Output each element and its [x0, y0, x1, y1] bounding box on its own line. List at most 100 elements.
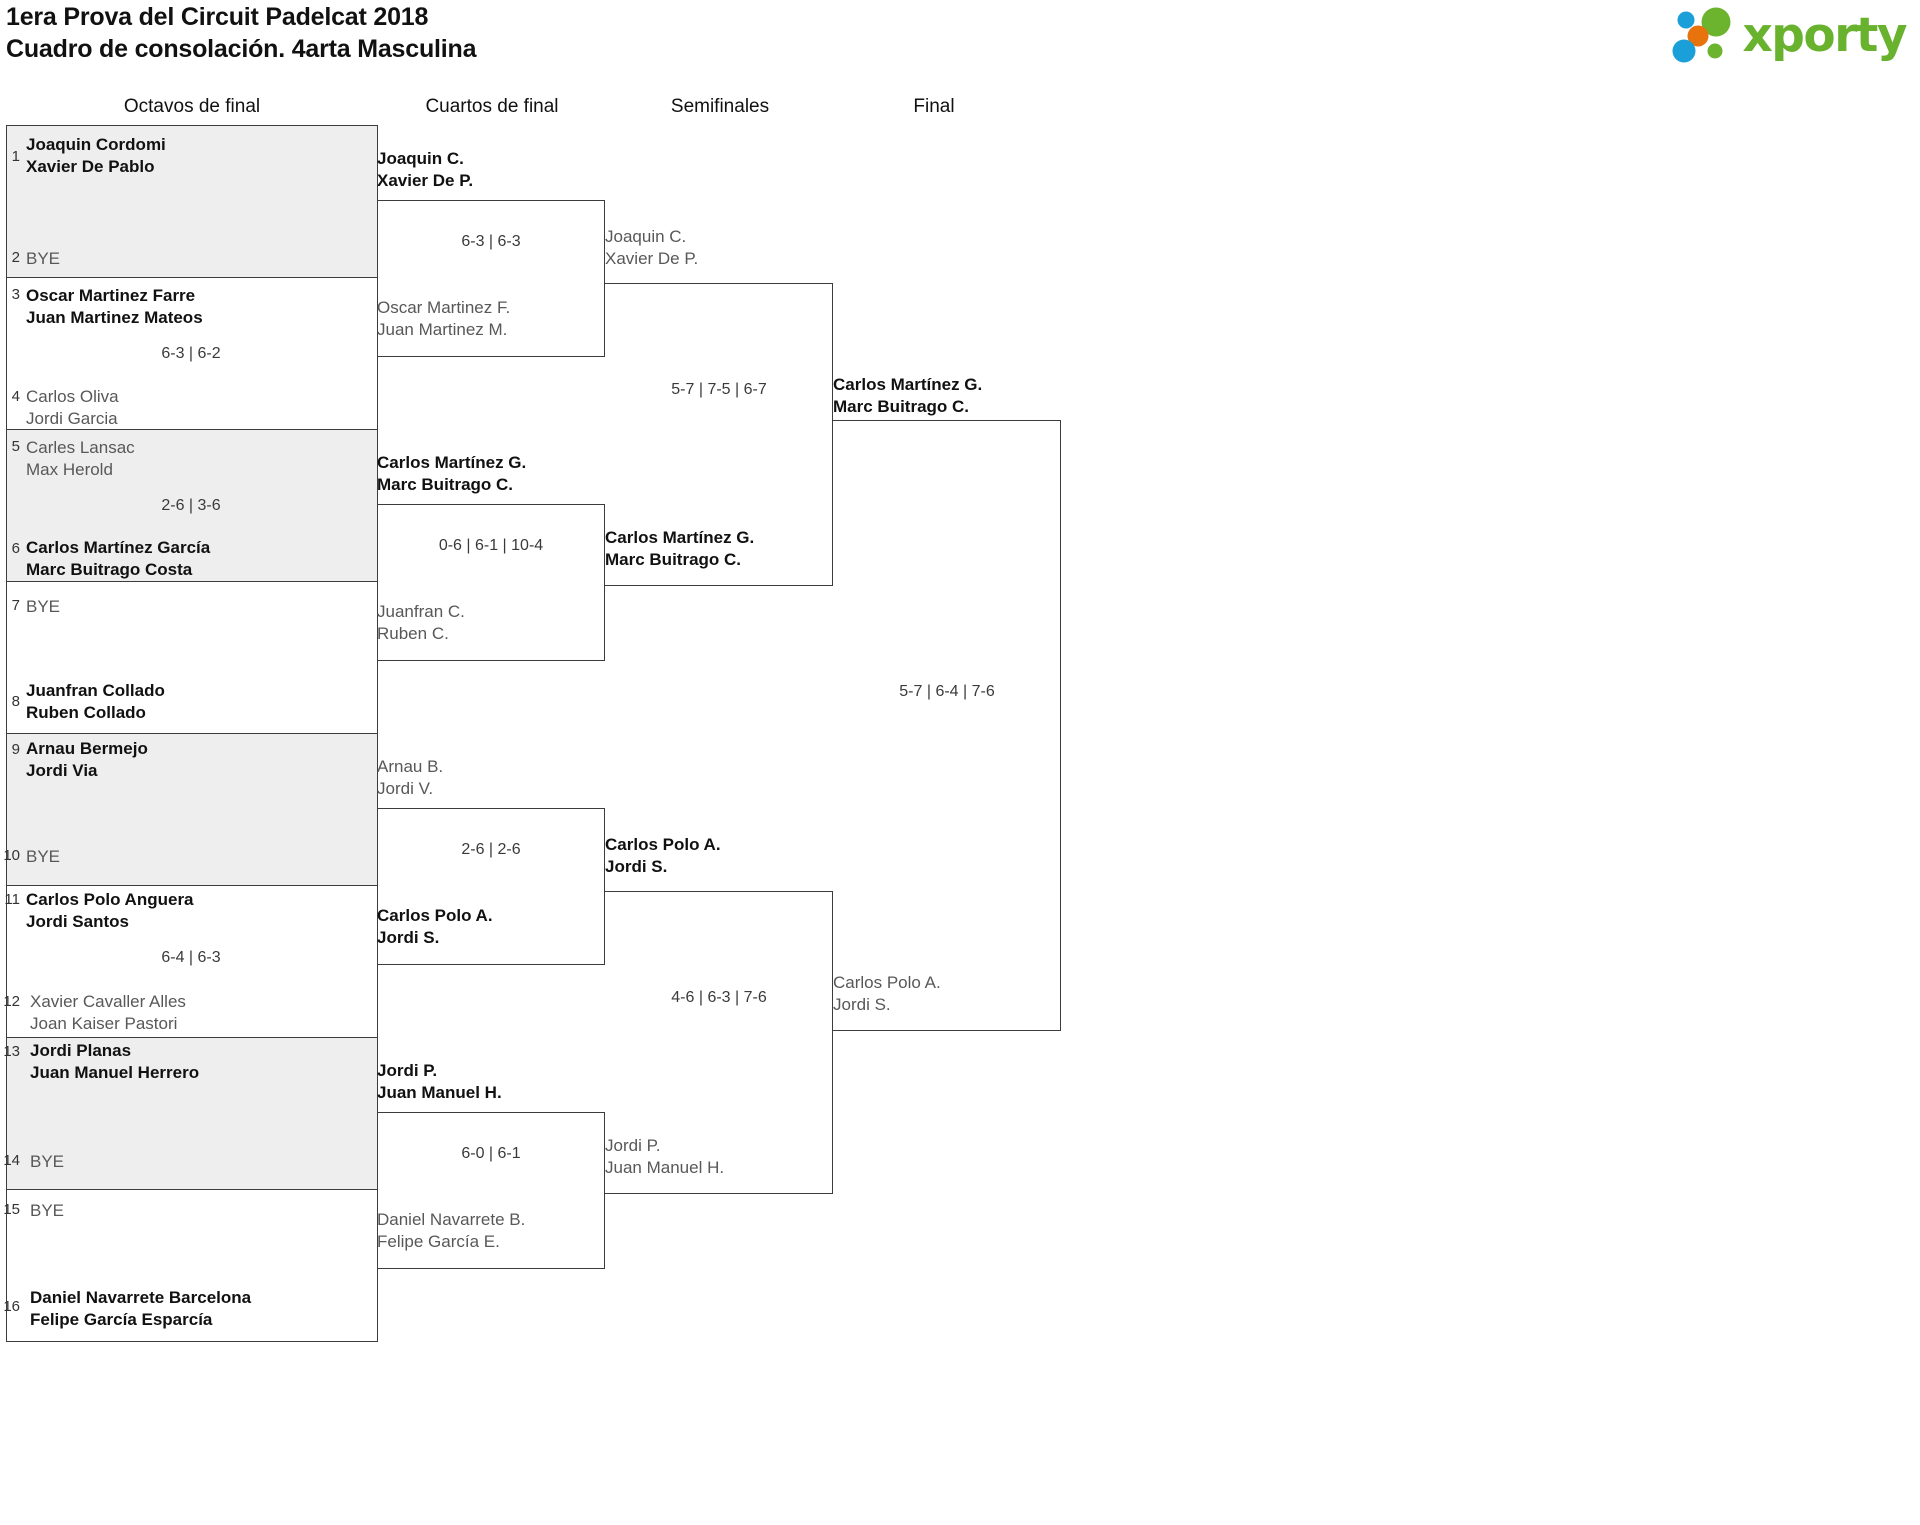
player-name: Joaquin C. [605, 227, 687, 246]
r3-match1-score: 5-7 | 7-5 | 6-7 [671, 381, 767, 398]
r2-match3-bottom[interactable]: Carlos Polo A. Jordi S. [377, 905, 493, 948]
player-name: Juan Manuel H. [377, 1082, 502, 1102]
r1-entry-7: BYE [26, 596, 60, 618]
seed-number: 10 [3, 847, 20, 864]
round-heading-cuartos: Cuartos de final [425, 96, 559, 117]
r3-box1-right [832, 283, 833, 586]
r3-box1-top [605, 283, 833, 284]
r2-match2-bottom[interactable]: Juanfran C. Ruben C. [377, 601, 465, 644]
player-name: Felipe García Esparcía [30, 1309, 213, 1329]
player-name: Marc Buitrago C. [377, 474, 514, 494]
r2-match1-top[interactable]: Joaquin C. Xavier De P. [377, 148, 473, 191]
r1-sep-3 [6, 581, 378, 582]
seed-number: 7 [11, 597, 20, 614]
r1-band-7 [6, 1037, 378, 1189]
seed-number: 9 [11, 741, 20, 758]
player-name: Carlos Martínez García [26, 538, 211, 557]
title-line-1: 1era Prova del Circuit Padelcat 2018 [6, 3, 429, 31]
xporty-wordmark: xporty [1742, 7, 1907, 63]
xporty-logo[interactable]: xporty [1670, 6, 1907, 64]
r3-match1-bottom[interactable]: Carlos Martínez G. Marc Buitrago C. [605, 527, 754, 570]
r1-entry-4[interactable]: Carlos Oliva Jordi Garcia [26, 386, 119, 429]
bye-label: BYE [30, 1152, 65, 1171]
r2-match4-score: 6-0 | 6-1 [461, 1145, 521, 1162]
player-name: Marc Buitrago C. [605, 549, 742, 569]
r1-entry-3[interactable]: Oscar Martinez Farre Juan Martinez Mateo… [26, 285, 203, 328]
r2-match4-top[interactable]: Jordi P. Juan Manuel H. [377, 1060, 502, 1103]
r3-match2-top[interactable]: Carlos Polo A. Jordi S. [605, 834, 721, 877]
player-name: Juan Martinez Mateos [26, 307, 203, 327]
r2-box4-top [377, 1112, 605, 1113]
player-name: Marc Buitrago C. [833, 396, 970, 416]
r4-match-top[interactable]: Carlos Martínez G. Marc Buitrago C. [833, 374, 982, 417]
r1-sep-1 [6, 277, 378, 278]
seed-number: 5 [11, 438, 20, 455]
r2-box4-bottom [377, 1268, 605, 1269]
r1-entry-16[interactable]: Daniel Navarrete Barcelona Felipe García… [30, 1287, 251, 1330]
player-name: Carles Lansac [26, 438, 135, 457]
r4-box-right [1060, 420, 1061, 1031]
bye-label: BYE [26, 597, 61, 616]
r1-entry-12[interactable]: Xavier Cavaller Alles Joan Kaiser Pastor… [30, 991, 186, 1034]
player-name: Jordi Santos [26, 911, 129, 931]
player-name: Arnau Bermejo [26, 739, 148, 758]
r1-entry-6[interactable]: Carlos Martínez García Marc Buitrago Cos… [26, 537, 210, 580]
r1-band-1 [6, 125, 378, 277]
player-name: Jordi Garcia [26, 408, 118, 428]
r2-match4-bottom[interactable]: Daniel Navarrete B. Felipe García E. [377, 1209, 525, 1252]
r3-box2-bottom [605, 1193, 833, 1194]
r1-sep-2 [6, 429, 378, 430]
r2-match2-score: 0-6 | 6-1 | 10-4 [438, 537, 544, 554]
seed-number: 8 [11, 693, 20, 710]
bye-label: BYE [30, 1201, 65, 1220]
r1-entry-8[interactable]: Juanfran Collado Ruben Collado [26, 680, 165, 723]
player-name: Jordi V. [377, 778, 434, 798]
player-name: Xavier De P. [605, 248, 699, 268]
r2-match1-bottom[interactable]: Oscar Martinez F. Juan Martinez M. [377, 297, 510, 340]
r1-band-3 [6, 429, 378, 581]
round-heading-final: Final [913, 96, 955, 117]
player-name: Daniel Navarrete B. [377, 1210, 526, 1229]
r2-match3-top[interactable]: Arnau B. Jordi V. [377, 756, 443, 799]
player-name: Jordi P. [605, 1136, 661, 1155]
seed-number: 12 [3, 993, 20, 1010]
r1-entry-5[interactable]: Carles Lansac Max Herold [26, 437, 135, 480]
r3-match2-bottom[interactable]: Jordi P. Juan Manuel H. [605, 1135, 724, 1178]
r1-sep-0 [6, 125, 378, 126]
round-heading-octavos: Octavos de final [123, 96, 261, 117]
player-name: Carlos Polo A. [605, 835, 721, 854]
player-name: Jordi S. [605, 856, 668, 876]
player-name: Carlos Martínez G. [605, 528, 755, 547]
player-name: Ruben C. [377, 623, 449, 643]
player-name: Jordi Via [26, 760, 98, 780]
r2-box1-right [604, 200, 605, 357]
r1-band-8 [6, 1189, 378, 1341]
player-name: Xavier De P. [377, 170, 474, 190]
r1-score-2: 6-3 | 6-2 [161, 345, 221, 362]
r2-match3-score: 2-6 | 2-6 [461, 841, 521, 858]
r2-box2-right [604, 504, 605, 661]
xporty-dots-icon [1672, 7, 1731, 63]
r3-match2-score: 4-6 | 6-3 | 7-6 [671, 989, 767, 1006]
r1-band-2 [6, 277, 378, 429]
r3-match1-top[interactable]: Joaquin C. Xavier De P. [605, 226, 698, 269]
r3-box2-right [832, 891, 833, 1194]
player-name: Carlos Polo Anguera [26, 890, 194, 909]
r2-match2-top[interactable]: Carlos Martínez G. Marc Buitrago C. [377, 452, 526, 495]
r1-entry-11[interactable]: Carlos Polo Anguera Jordi Santos [26, 889, 194, 932]
r4-match-bottom[interactable]: Carlos Polo A. Jordi S. [833, 972, 941, 1015]
r1-entry-10: BYE [26, 846, 60, 868]
player-name: Joaquin C. [377, 149, 464, 168]
r1-entry-9[interactable]: Arnau Bermejo Jordi Via [26, 738, 148, 781]
player-name: Daniel Navarrete Barcelona [30, 1288, 252, 1307]
r1-entry-13[interactable]: Jordi Planas Juan Manuel Herrero [30, 1040, 199, 1083]
r3-box1-bottom [605, 585, 833, 586]
r1-entry-2: BYE [26, 248, 60, 270]
bye-label: BYE [26, 249, 61, 268]
r4-match-score: 5-7 | 6-4 | 7-6 [899, 683, 995, 700]
seed-number: 3 [11, 286, 20, 303]
r1-entry-14: BYE [30, 1151, 64, 1173]
r1-entry-1[interactable]: Joaquin Cordomi Xavier De Pablo [26, 134, 166, 177]
r2-box1-bottom [377, 356, 605, 357]
player-name: Xavier Cavaller Alles [30, 992, 186, 1011]
